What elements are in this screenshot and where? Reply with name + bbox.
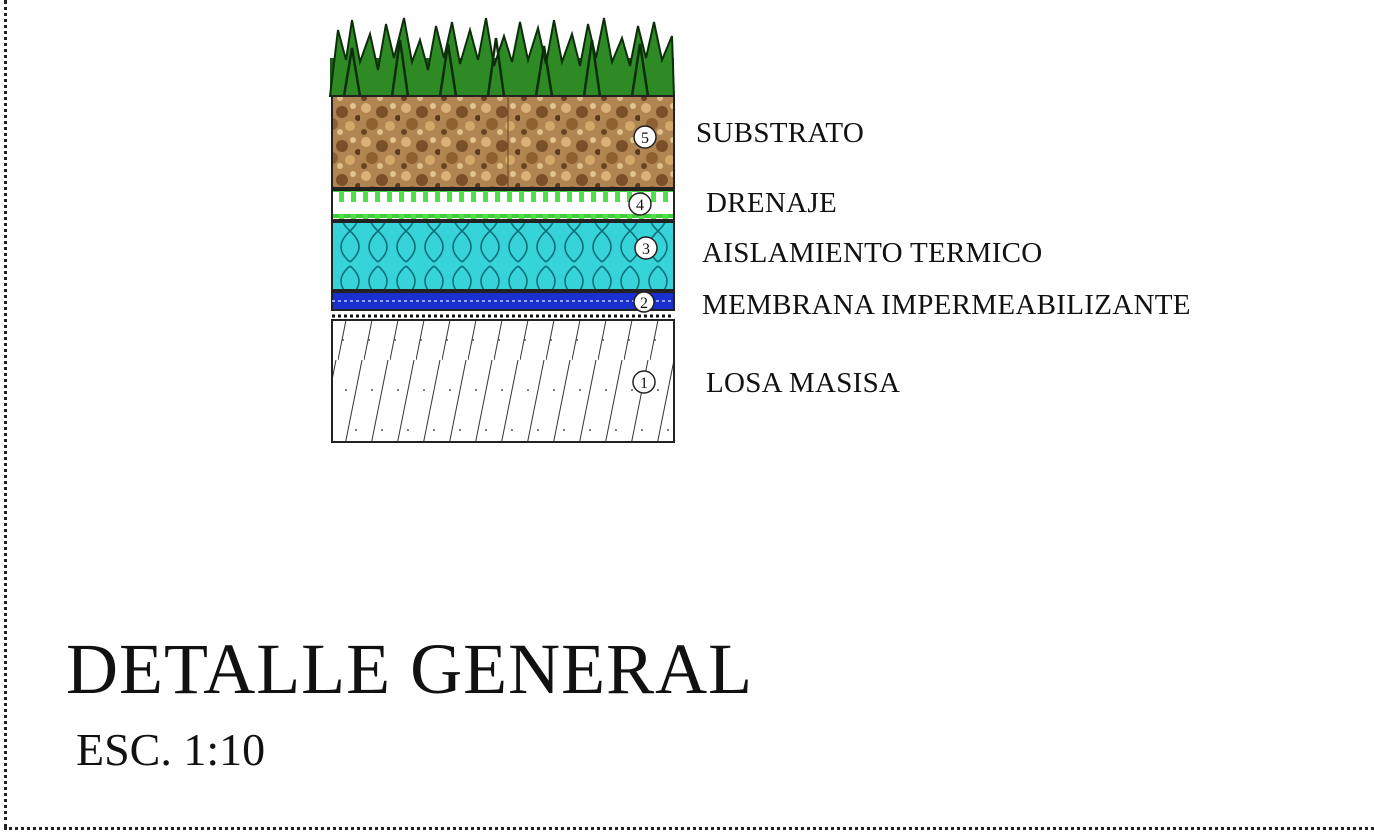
- substrate-layer: [331, 95, 675, 189]
- marker-4: 4: [636, 197, 644, 214]
- drawing-frame-bottom: [4, 827, 1374, 830]
- drainage-layer: [331, 189, 675, 221]
- marker-3: 3: [642, 241, 650, 258]
- label-losa: LOSA MASISA: [706, 367, 901, 399]
- membrane-layer: [331, 291, 675, 318]
- marker-5: 5: [641, 130, 649, 147]
- marker-1: 1: [640, 375, 648, 392]
- drawing-frame-left: [4, 0, 7, 828]
- label-membrana: MEMBRANA IMPERMEABILIZANTE: [702, 289, 1191, 321]
- insulation-layer: [331, 221, 675, 291]
- slab-layer: [331, 319, 675, 443]
- marker-2: 2: [640, 295, 648, 312]
- label-drenaje: DRENAJE: [706, 187, 837, 219]
- drawing-title: DETALLE GENERAL: [66, 629, 754, 709]
- drawing-scale: ESC. 1:10: [76, 724, 266, 775]
- layer-markers: 5 4 3 2 1: [628, 125, 658, 394]
- vegetation-layer: [328, 17, 676, 97]
- label-substrato: SUBSTRATO: [696, 117, 865, 149]
- label-aislamiento: AISLAMIENTO TERMICO: [702, 237, 1043, 269]
